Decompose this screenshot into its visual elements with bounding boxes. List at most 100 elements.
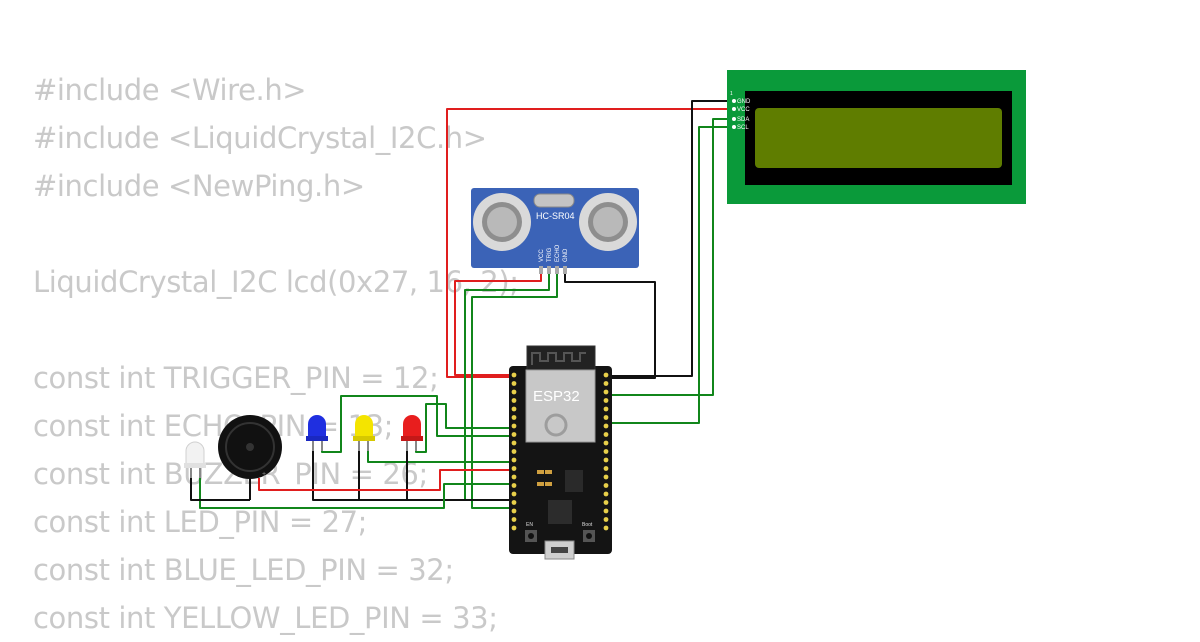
wire-lcd-sda[interactable] (606, 118, 733, 396)
led-blue[interactable] (306, 415, 328, 451)
esp32-en-label: EN (526, 522, 533, 528)
esp32-header-pin[interactable] (603, 440, 609, 446)
esp32-header-pin[interactable] (603, 372, 609, 378)
lcd-pin-vcc[interactable] (732, 107, 736, 111)
lcd-screen (755, 108, 1002, 168)
esp32-left-header[interactable] (511, 372, 517, 531)
led-white-base (184, 463, 206, 468)
wire-blue-led-gnd[interactable] (312, 441, 514, 501)
esp32-header-pin[interactable] (603, 398, 609, 403)
esp32-header-pin[interactable] (511, 389, 517, 395)
esp32-header-pin[interactable] (603, 525, 609, 531)
esp32-smd-4 (545, 482, 552, 486)
esp32-smd-1 (537, 470, 544, 474)
esp32-header-pin[interactable] (511, 432, 517, 437)
esp32-header-pin[interactable] (603, 508, 609, 514)
sensor-pin-gnd[interactable] (563, 266, 567, 274)
esp32-header-pin[interactable] (511, 508, 517, 514)
sensor-pin-label: VCC (539, 249, 545, 262)
sensor-pin-echo[interactable] (555, 266, 559, 274)
led-red[interactable] (401, 415, 423, 451)
lcd-pin-sda[interactable] (732, 117, 736, 121)
wire-lcd-scl[interactable] (606, 126, 733, 424)
lcd-pin-gnd[interactable] (732, 99, 736, 103)
sensor-pin-vcc[interactable] (539, 266, 543, 274)
sensor-transducer-left-mesh (487, 207, 517, 237)
esp32-header-pin[interactable] (511, 525, 517, 531)
wire-white-led-gnd[interactable] (190, 475, 250, 501)
esp32-header-pin[interactable] (511, 372, 517, 378)
esp32-header-pin[interactable] (603, 500, 609, 505)
esp32-header-pin[interactable] (511, 457, 517, 463)
esp32-header-pin[interactable] (603, 491, 609, 497)
esp32-header-pin[interactable] (511, 415, 517, 420)
sensor-pin-trig[interactable] (547, 266, 551, 274)
wire-buzzer-signal[interactable] (258, 469, 514, 491)
esp32-header-pin[interactable] (603, 389, 609, 395)
ultrasonic-sensor[interactable]: HC-SR04 VCC TRIG ECHO GND (471, 188, 639, 274)
esp32-header-pin[interactable] (511, 483, 517, 488)
esp32-header-pin[interactable] (511, 517, 517, 522)
lcd-pin-label: SCL (737, 125, 749, 131)
led-blue-dome (308, 415, 326, 438)
code-line: const int BLUE_LED_PIN = 32; (33, 553, 454, 587)
wire-red-led-signal[interactable] (415, 403, 514, 453)
code-line: #include <LiquidCrystal_I2C.h> (33, 121, 487, 155)
wire-white-led-signal[interactable] (199, 475, 514, 509)
esp32-regulator (565, 470, 583, 492)
lcd-pin-label: GND (737, 99, 751, 105)
code-line: const int LED_PIN = 27; (33, 505, 368, 539)
esp32-header-pin[interactable] (603, 517, 609, 522)
wire-lcd-vcc[interactable] (446, 108, 733, 378)
esp32-header-pin[interactable] (603, 381, 609, 386)
wire-sensor-gnd[interactable] (564, 265, 656, 379)
lcd-pin-scl[interactable] (732, 125, 736, 129)
esp32-board[interactable]: ESP32 Boot EN (509, 345, 612, 560)
esp32-header-pin[interactable] (603, 406, 609, 412)
esp32-header-pin[interactable] (603, 449, 609, 454)
code-line: #include <NewPing.h> (33, 169, 365, 203)
usb-port-opening (551, 547, 568, 553)
lcd-module[interactable]: 1 GND VCC SDA SCL (727, 70, 1026, 204)
sensor-transducer-right-mesh (593, 207, 623, 237)
esp32-module-shield (525, 369, 596, 443)
esp32-header-pin[interactable] (603, 483, 609, 488)
esp32-header-pin[interactable] (511, 398, 517, 403)
esp32-header-pin[interactable] (603, 466, 609, 471)
esp32-header-pin[interactable] (603, 457, 609, 463)
lcd-pin-label: SDA (737, 117, 749, 123)
code-line: const int TRIGGER_PIN = 12; (33, 361, 439, 395)
led-yellow[interactable] (353, 415, 375, 451)
esp32-header-pin[interactable] (511, 449, 517, 454)
esp32-header-pin[interactable] (603, 432, 609, 437)
esp32-header-pin[interactable] (511, 406, 517, 412)
esp32-right-header[interactable] (603, 372, 609, 531)
led-red-base (401, 436, 423, 441)
esp32-header-pin[interactable] (511, 440, 517, 446)
buzzer[interactable]: + (218, 415, 282, 479)
esp32-label: ESP32 (533, 388, 580, 405)
esp32-boot-label: Boot (582, 522, 593, 528)
esp32-header-pin[interactable] (511, 381, 517, 386)
code-line: const int YELLOW_LED_PIN = 33; (33, 601, 498, 635)
lcd-pin-index-label: 1 (730, 91, 733, 97)
esp32-header-pin[interactable] (511, 491, 517, 497)
wire-lcd-gnd[interactable] (606, 100, 733, 377)
esp32-header-pin[interactable] (603, 415, 609, 420)
sensor-pin-label: TRIG (547, 247, 553, 262)
esp32-header-pin[interactable] (511, 474, 517, 480)
wire-sensor-vcc[interactable] (454, 265, 542, 376)
wires (190, 100, 733, 509)
wire-blue-led-signal[interactable] (321, 395, 514, 453)
code-editor-background: #include <Wire.h>#include <LiquidCrystal… (33, 66, 519, 642)
esp32-header-pin[interactable] (603, 474, 609, 480)
esp32-header-pin[interactable] (511, 500, 517, 505)
wire-yellow-led-signal[interactable] (367, 441, 514, 463)
wire-sensor-echo[interactable] (471, 265, 558, 509)
esp32-header-pin[interactable] (511, 423, 517, 429)
esp32-boot-button-cap (586, 533, 592, 539)
led-white[interactable] (184, 441, 206, 478)
esp32-header-pin[interactable] (511, 466, 517, 471)
esp32-header-pin[interactable] (603, 423, 609, 429)
